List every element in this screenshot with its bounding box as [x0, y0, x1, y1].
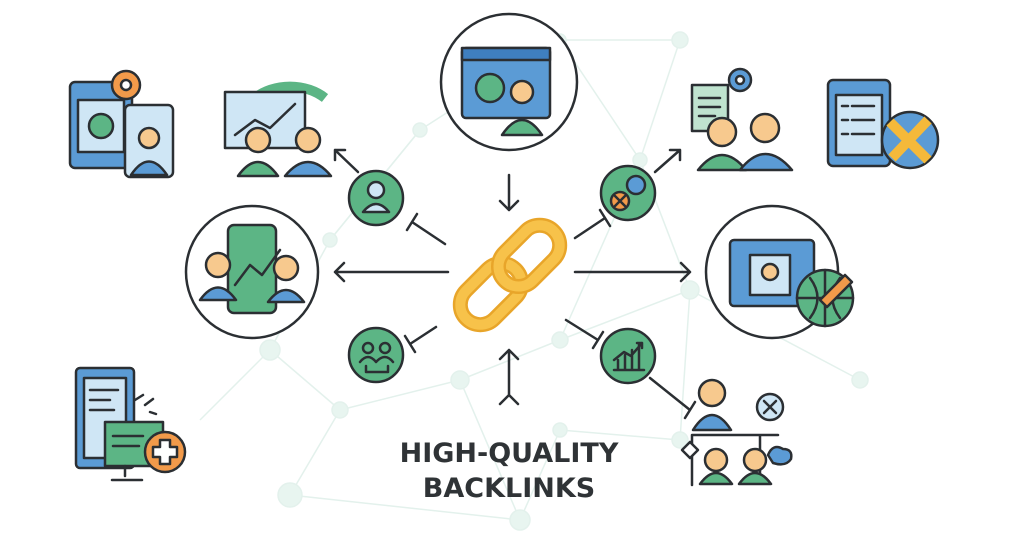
website-person-icon — [439, 12, 579, 152]
title-line-2: BACKLINKS — [423, 473, 595, 504]
checklist-globe-icon — [826, 78, 940, 170]
chain-link-icon — [452, 217, 568, 333]
title-line-1: HIGH-QUALITY — [400, 438, 619, 469]
device-settings-icon — [68, 69, 175, 179]
user-icon — [347, 169, 405, 227]
growth-chart-icon — [599, 327, 657, 385]
document-team-icon — [690, 67, 794, 172]
connector-arrows — [333, 148, 697, 420]
exchange-icon — [599, 164, 657, 222]
website-globe-icon — [704, 204, 855, 340]
partnership-icon — [347, 326, 405, 384]
presentation-team-icon — [223, 81, 333, 178]
network-team-icon — [680, 378, 793, 487]
code-document-icon — [74, 366, 187, 482]
team-growth-icon — [184, 204, 320, 340]
